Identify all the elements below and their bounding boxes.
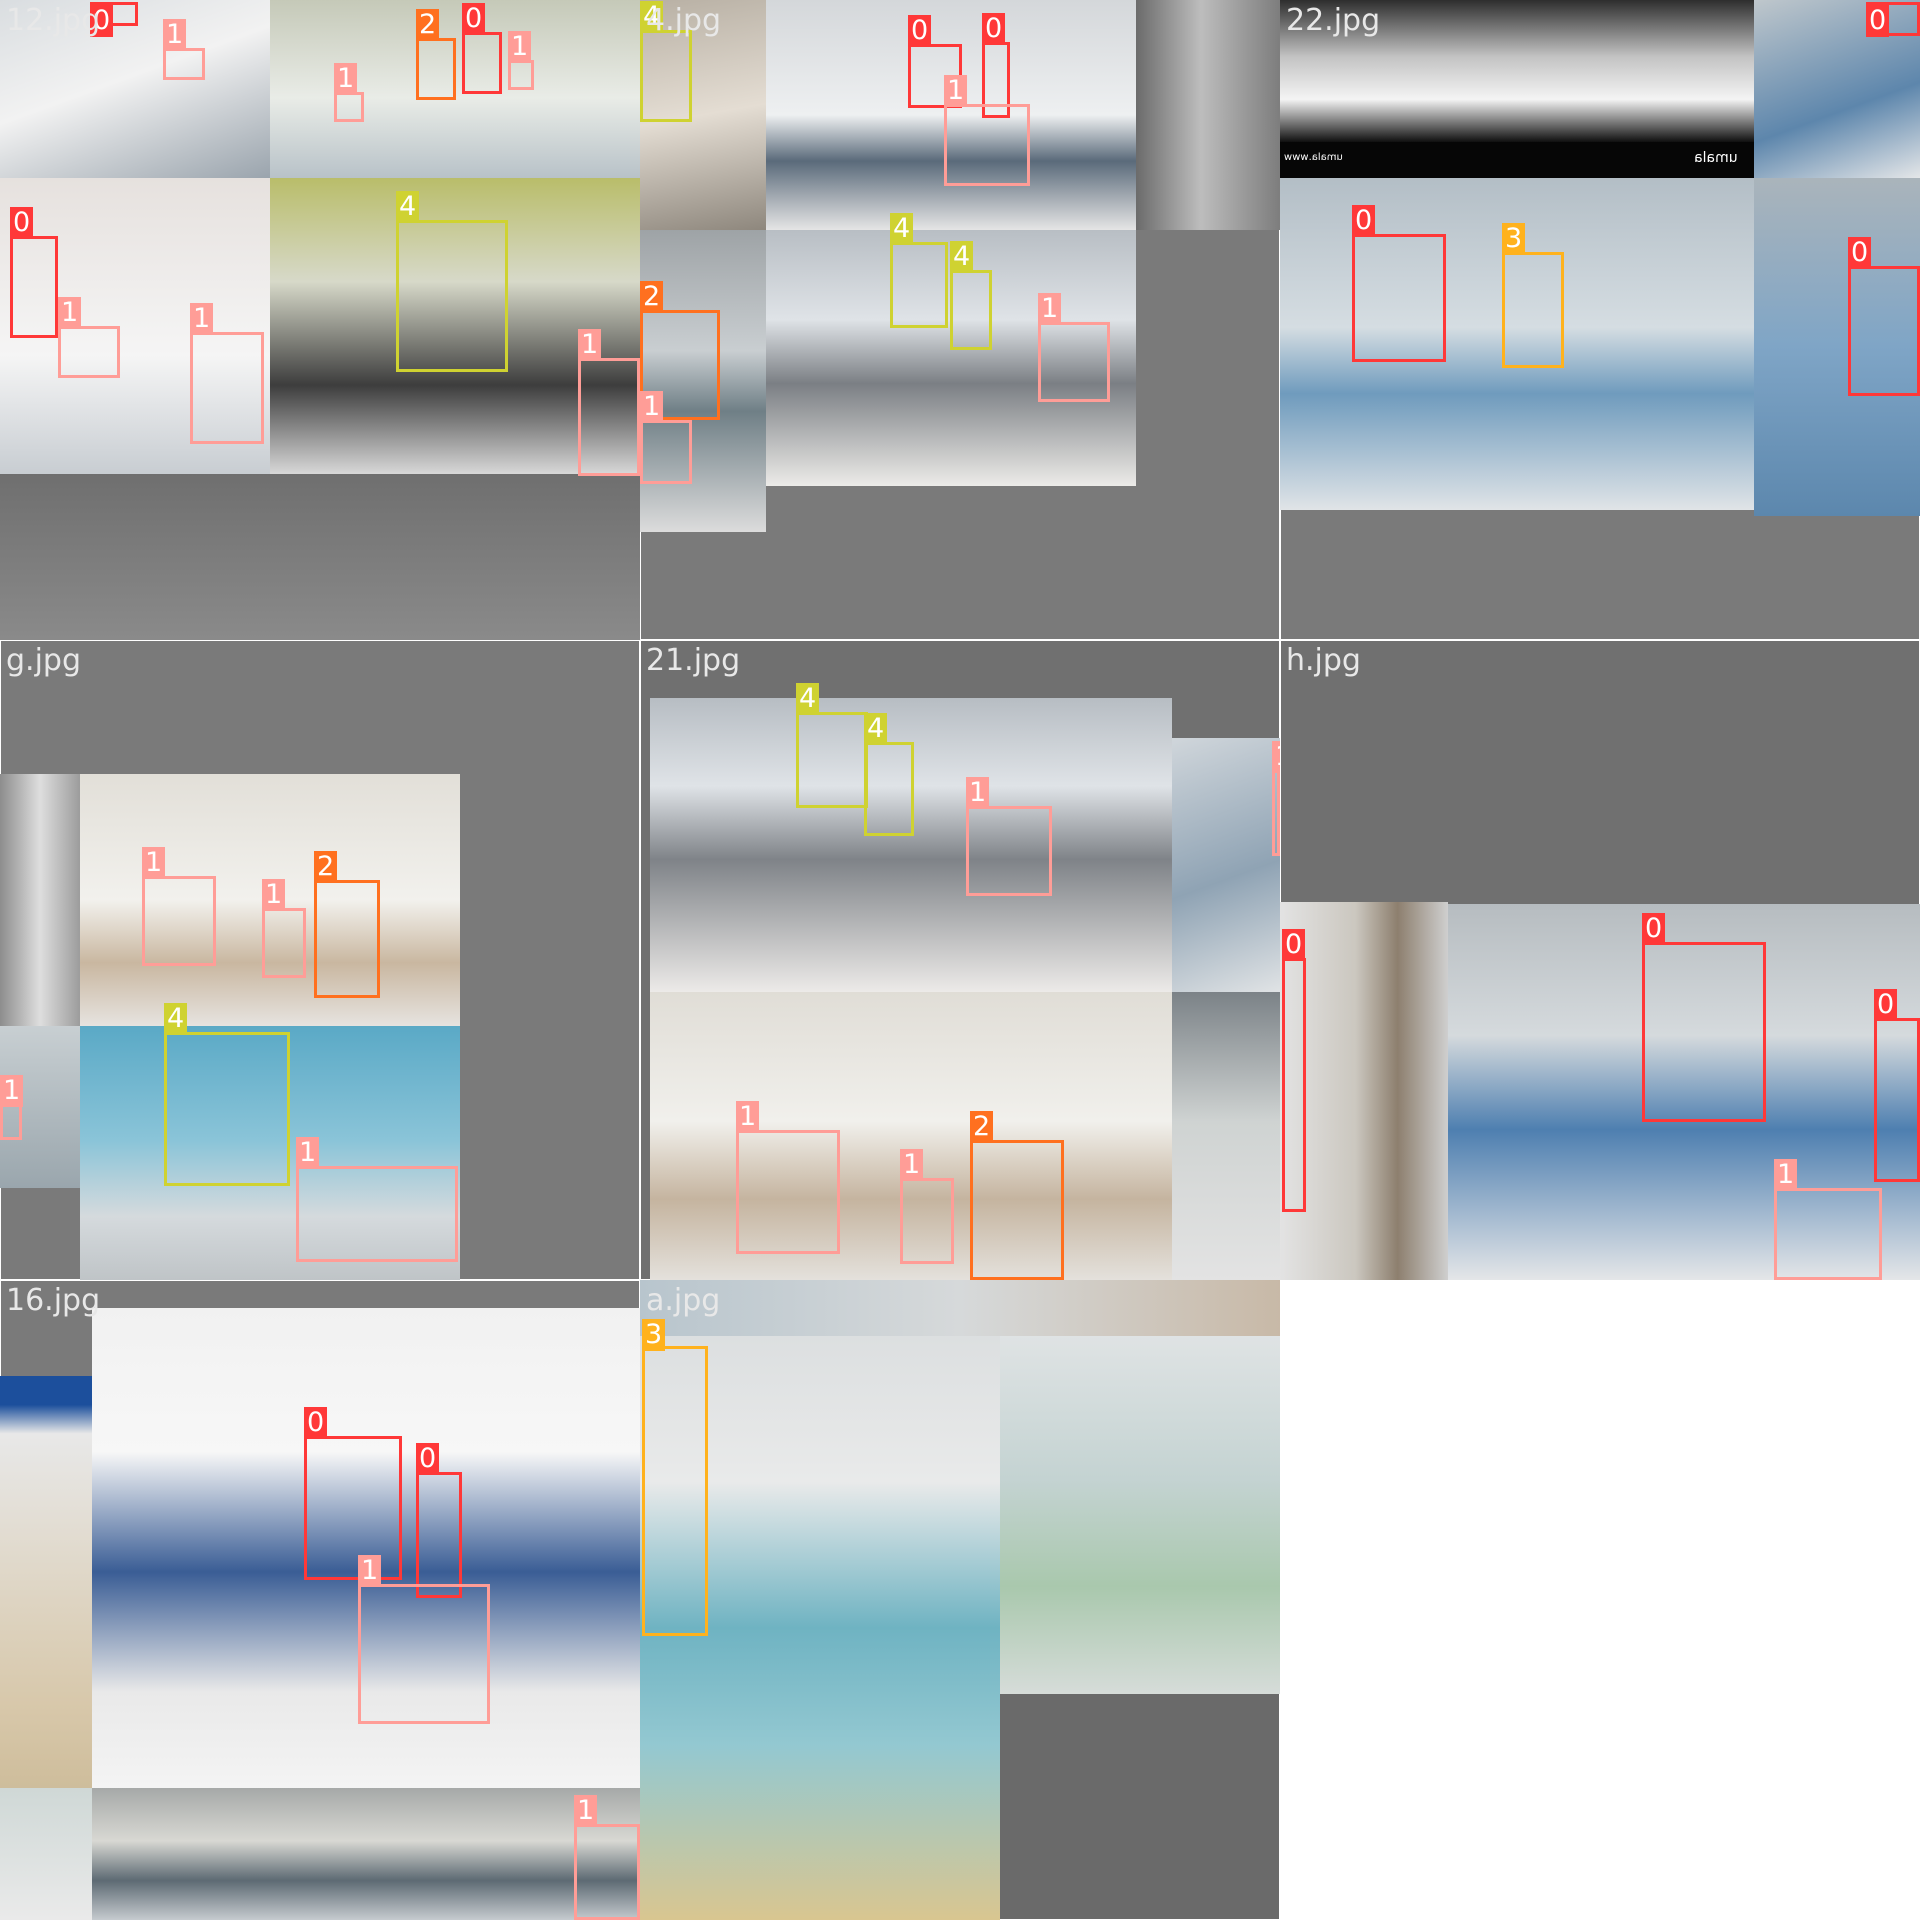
detection-box-class-4: 4 bbox=[864, 713, 914, 836]
detection-box-class-0: 0 bbox=[1874, 989, 1920, 1182]
detection-box-class-4: 4 bbox=[890, 213, 948, 328]
tile-filename: 4.jpg bbox=[646, 3, 722, 38]
watermark-caption: umala.www bbox=[1284, 152, 1343, 163]
photo-doctor-patients bbox=[0, 178, 270, 474]
photo-curtain bbox=[1136, 0, 1280, 230]
photo-black-caption-bar bbox=[1280, 142, 1754, 178]
detection-box-class-4: 4 bbox=[950, 241, 992, 350]
detection-box-class-0: 0 bbox=[1642, 913, 1766, 1122]
gray-padding bbox=[0, 474, 640, 640]
tile-filename: h.jpg bbox=[1286, 643, 1361, 678]
mosaic-empty-slot bbox=[1280, 1280, 1920, 1920]
detection-box-class-0: 0 bbox=[1352, 205, 1446, 362]
detection-box-class-0: 0 bbox=[982, 13, 1010, 118]
detection-box-class-2: 2 bbox=[314, 851, 380, 998]
tile-filename: 12.jpg bbox=[6, 3, 101, 38]
photo-doctors-patient bbox=[766, 0, 1136, 230]
detection-box-class-1: 1 bbox=[944, 75, 1030, 186]
detection-box-class-1: 1 bbox=[578, 329, 640, 476]
detection-box-class-1: 1 bbox=[900, 1149, 954, 1264]
detection-box-class-1: 1 bbox=[966, 777, 1052, 896]
photo-blurred-edge bbox=[0, 774, 80, 1026]
detection-box-class-1: 1 bbox=[262, 879, 306, 978]
mosaic-tile-1: 12.jpg 0 1 2 0 1 1 0 1 1 4 1 bbox=[0, 0, 640, 640]
detection-box-class-4: 4 bbox=[164, 1003, 290, 1186]
detection-box-class-0: 0 bbox=[462, 3, 502, 94]
detection-box-class-0: 0 bbox=[416, 1443, 462, 1598]
detection-box-class-3: 3 bbox=[1502, 223, 1564, 368]
detection-box-class-0: 0 bbox=[1866, 2, 1920, 37]
detection-box-class-2: 2 bbox=[416, 9, 456, 100]
mosaic-tile-3: 22.jpg umala umala.www 0 0 3 0 bbox=[1280, 0, 1920, 640]
mosaic-tile-5: 21.jpg 4 4 1 1 1 1 2 bbox=[640, 640, 1280, 1280]
tile-filename: 22.jpg bbox=[1286, 3, 1381, 38]
photo-doctors-treating-patient bbox=[92, 1308, 640, 1788]
detection-box-class-4: 4 bbox=[796, 683, 868, 808]
photo-masked-surgeon bbox=[1754, 178, 1920, 516]
photo-bed-rail bbox=[0, 1376, 92, 1856]
photo-masked-man-praying bbox=[80, 1026, 460, 1280]
detection-box-class-1: 1 bbox=[0, 1075, 24, 1140]
photo-oxygen-valve bbox=[0, 1788, 92, 1920]
detection-box-class-1: 1 bbox=[358, 1555, 490, 1724]
detection-box-class-1: 1 bbox=[334, 63, 364, 122]
detection-box-class-1: 1 bbox=[142, 847, 216, 966]
tile-filename: g.jpg bbox=[6, 643, 81, 678]
photo-ventilator bbox=[1172, 992, 1280, 1280]
detection-box-class-1: 1 bbox=[190, 303, 264, 444]
detection-box-class-0: 0 bbox=[304, 1407, 402, 1580]
photo-blurred-top bbox=[640, 1280, 1280, 1336]
detection-box-class-0: 0 bbox=[10, 207, 58, 338]
detection-box-class-1: 1 bbox=[1272, 741, 1280, 856]
detection-box-class-0: 0 bbox=[1848, 237, 1920, 396]
detection-box-class-0: 0 bbox=[90, 2, 138, 37]
detection-box-class-4: 4 bbox=[640, 1, 692, 122]
detection-box-class-1: 1 bbox=[1774, 1159, 1882, 1280]
photo-empty-icu-ward bbox=[1000, 1336, 1280, 1694]
detection-box-class-1: 1 bbox=[296, 1137, 458, 1262]
tile-filename: 21.jpg bbox=[646, 643, 741, 678]
photo-corridor-door bbox=[1280, 902, 1448, 1280]
photo-nurse-at-bedside bbox=[640, 1336, 1000, 1920]
tile-filename: 16.jpg bbox=[6, 1283, 101, 1318]
mosaic-tile-6: h.jpg 0 0 0 1 bbox=[1280, 640, 1920, 1280]
detection-box-class-2: 2 bbox=[640, 281, 720, 420]
photo-ward-corner bbox=[0, 1026, 80, 1188]
photo-icu-machines bbox=[92, 1788, 640, 1920]
detection-box-class-1: 1 bbox=[58, 297, 120, 378]
detection-box-class-1: 1 bbox=[1038, 293, 1110, 402]
photo-bed-closeup bbox=[1172, 738, 1280, 992]
photo-equipment-mirrored bbox=[1280, 0, 1754, 142]
mosaic-tile-8: a.jpg 3 bbox=[640, 1280, 1280, 1920]
detection-box-class-1: 1 bbox=[508, 31, 534, 90]
watermark-text: umala bbox=[1694, 150, 1738, 166]
mosaic-tile-7: 16.jpg 0 0 1 1 bbox=[0, 1280, 640, 1920]
detection-box-class-4: 4 bbox=[396, 191, 508, 372]
photo-surgeons-in-icu bbox=[1448, 904, 1920, 1280]
detection-box-class-2: 2 bbox=[970, 1111, 1064, 1280]
detection-box-class-1: 1 bbox=[736, 1101, 840, 1254]
detection-box-class-1: 1 bbox=[163, 19, 205, 80]
mosaic-tile-4: g.jpg 1 1 2 4 1 1 bbox=[0, 640, 640, 1280]
photo-patient-bed bbox=[0, 0, 270, 178]
detection-box-class-1: 1 bbox=[640, 391, 692, 484]
detection-box-class-1: 1 bbox=[574, 1795, 640, 1920]
photo-arm-closeup bbox=[640, 0, 766, 230]
tile-filename: a.jpg bbox=[646, 1283, 721, 1318]
detection-box-class-3: 3 bbox=[642, 1319, 708, 1636]
mosaic-tile-2: 4.jpg 4 0 0 1 4 4 1 2 1 bbox=[640, 0, 1280, 640]
detection-box-class-0: 0 bbox=[1282, 929, 1306, 1212]
photo-scrubs-closeup bbox=[1754, 0, 1920, 178]
